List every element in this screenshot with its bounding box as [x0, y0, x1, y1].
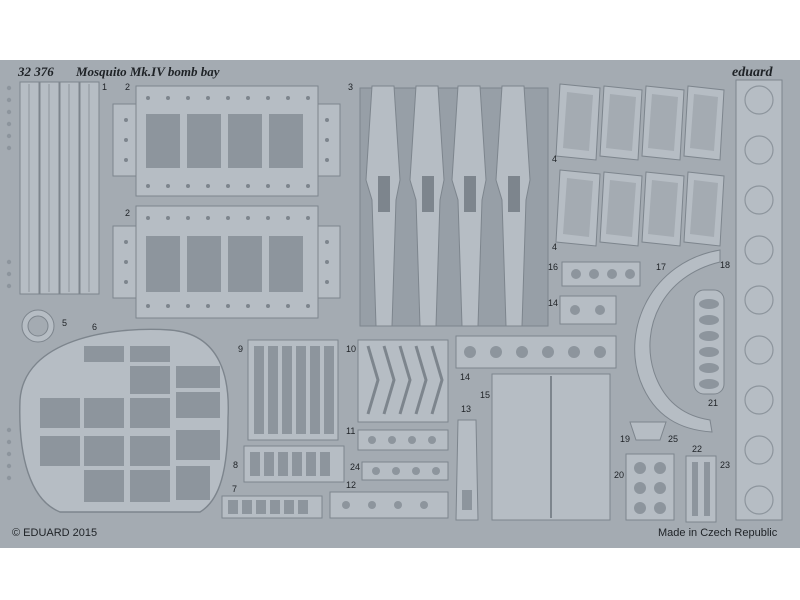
- part-5-ring: [21, 309, 55, 343]
- part-label: 14: [460, 372, 470, 382]
- origin-text: Made in Czech Republic: [658, 527, 778, 539]
- part-19-25: [629, 421, 667, 441]
- part-label: 5: [62, 318, 67, 328]
- part-label: 15: [480, 390, 490, 400]
- part-3-bomb-rails: [359, 85, 549, 327]
- part-label: 8: [233, 460, 238, 470]
- part-label: 9: [238, 344, 243, 354]
- part-label: 25: [668, 434, 678, 444]
- part-label: 6: [92, 322, 97, 332]
- part-13: [455, 419, 479, 521]
- part-17-arch: [634, 249, 721, 433]
- part-label: 18: [720, 260, 730, 270]
- part-label: 4: [552, 154, 557, 164]
- part-22: [685, 455, 717, 523]
- part-label: 12: [346, 480, 356, 490]
- part-16: [561, 261, 641, 287]
- part-23-ribbed-strip: [735, 79, 783, 521]
- part-label: 3: [348, 82, 353, 92]
- part-label: 20: [614, 470, 624, 480]
- part-11: [357, 429, 449, 451]
- part-label: 2: [125, 208, 130, 218]
- part-20: [625, 453, 675, 521]
- brand-logo: eduard: [732, 65, 773, 80]
- part-label: 7: [232, 484, 237, 494]
- part-label: 24: [350, 462, 360, 472]
- part-label: 14: [548, 298, 558, 308]
- part-10-chevrons: [357, 339, 449, 423]
- part-2-panel-lower: [112, 205, 341, 319]
- part-label: 10: [346, 344, 356, 354]
- part-label: 1: [102, 82, 107, 92]
- copyright-text: © EDUARD 2015: [12, 527, 97, 539]
- edge-holes-left: [6, 85, 12, 481]
- part-8: [243, 445, 345, 483]
- part-9-grid: [247, 339, 339, 441]
- part-label: 2: [125, 82, 130, 92]
- part-4-frame-windows: [563, 92, 718, 237]
- sheet-title: Mosquito Mk.IV bomb bay: [75, 64, 220, 79]
- part-14-lower: [455, 335, 617, 369]
- part-label: 19: [620, 434, 630, 444]
- part-18-bar: [693, 289, 725, 395]
- part-label: 16: [548, 262, 558, 272]
- part-number-labels: 1 2 2 3 4 4 5 6 7 8 9 10 11 12 13 14 14 …: [62, 82, 730, 494]
- part-6-bulkhead: [19, 328, 229, 513]
- part-12: [329, 491, 449, 519]
- part-7: [221, 495, 323, 519]
- part-24: [361, 461, 449, 481]
- part-1-strips: [19, 81, 100, 295]
- part-label: 23: [720, 460, 730, 470]
- part-label: 22: [692, 444, 702, 454]
- part-label: 13: [461, 404, 471, 414]
- part-15-doors: [491, 373, 611, 521]
- catalog-number: 32 376: [17, 64, 54, 79]
- part-14-upper: [559, 295, 617, 325]
- part-label: 21: [708, 398, 718, 408]
- part-label: 4: [552, 242, 557, 252]
- part-label: 17: [656, 262, 666, 272]
- part-label: 11: [346, 426, 355, 436]
- part-2-panel-upper: [112, 85, 341, 197]
